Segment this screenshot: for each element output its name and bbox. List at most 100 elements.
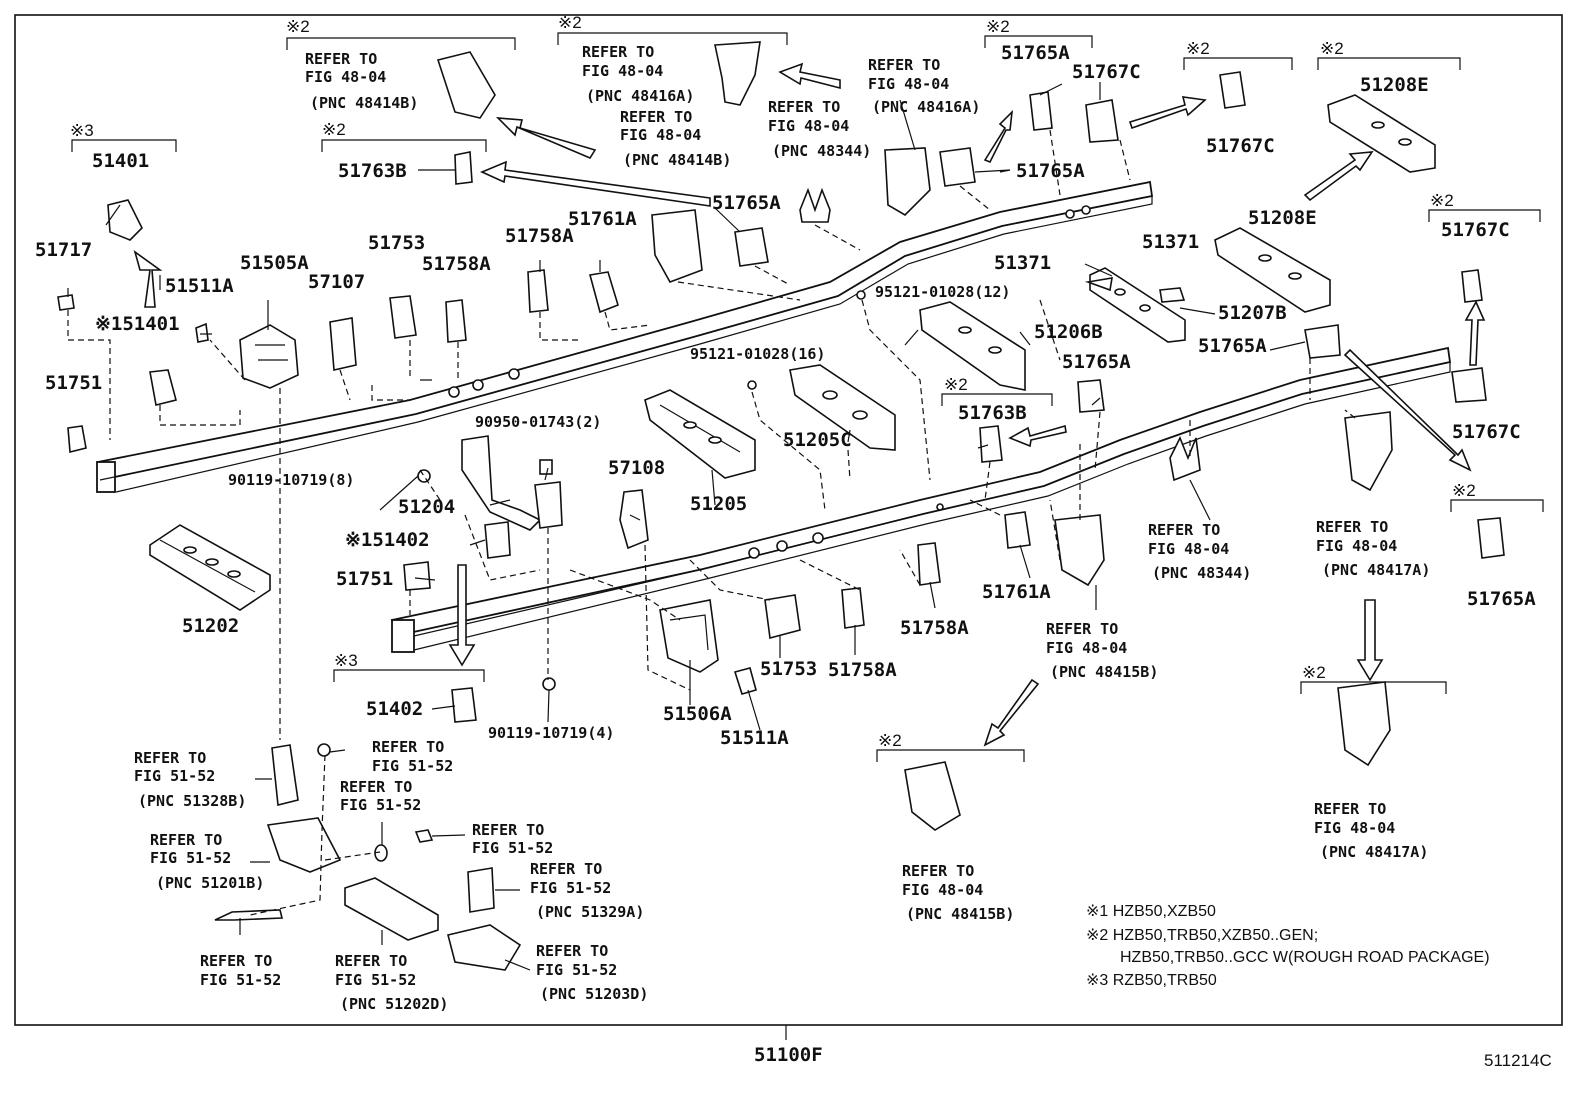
ref-5152-nut[interactable]: REFER TO FIG 51-52 [472, 821, 553, 857]
label-95121-12[interactable]: 95121-01028(12) [875, 283, 1010, 301]
label-51758a-lower-2[interactable]: 51758A [828, 659, 897, 681]
bracket-51767c-far-upper [1461, 269, 1483, 303]
ref-figure: FIG 48-04 [305, 68, 386, 86]
label-151402[interactable]: ※151402 [345, 529, 430, 551]
ref-pnc: (PNC 48417A) [1320, 843, 1428, 861]
bolt-5152-lower [214, 909, 284, 921]
footnote-2-continued: HZB50,TRB50..GCC W(ROUGH ROAD PACKAGE) [1120, 949, 1490, 966]
label-51205[interactable]: 51205 [690, 493, 747, 515]
ref-pnc: (PNC 51203D) [540, 985, 648, 1003]
label-57107[interactable]: 57107 [308, 271, 365, 293]
label-51763b-lower[interactable]: 51763B [958, 402, 1027, 424]
label-51511a-lower[interactable]: 51511A [720, 727, 789, 749]
bracket-51329a [467, 867, 495, 913]
label-51758a-upper-1[interactable]: 51758A [422, 253, 491, 275]
ref-figure: FIG 48-04 [768, 117, 849, 135]
mount-48414b-top [436, 51, 496, 119]
label-51207b[interactable]: 51207B [1218, 302, 1287, 324]
label-51758a-upper-2[interactable]: 51758A [505, 225, 574, 247]
ref-heading: REFER TO [372, 738, 444, 756]
label-51767c-far-lower[interactable]: 51767C [1452, 421, 1521, 443]
ref-48414b-top[interactable]: REFER TO FIG 48-04 (PNC 48414B) [305, 50, 418, 112]
ref-51328b[interactable]: REFER TO FIG 51-52 (PNC 51328B) [134, 749, 246, 810]
label-51761a-lower[interactable]: 51761A [982, 581, 1051, 603]
ref-48344-top[interactable]: REFER TO FIG 48-04 (PNC 48344) [768, 98, 871, 160]
ref-48414b-mid[interactable]: REFER TO FIG 48-04 (PNC 48414B) [620, 108, 731, 169]
ref-51202d[interactable]: REFER TO FIG 51-52 (PNC 51202D) [335, 952, 448, 1013]
label-51761a-upper[interactable]: 51761A [568, 208, 637, 230]
ref-48417a-mid[interactable]: REFER TO FIG 48-04 (PNC 48417A) [1316, 518, 1430, 579]
small-brackets [57, 41, 1505, 971]
label-51767c-right[interactable]: 51767C [1206, 135, 1275, 157]
label-51206b[interactable]: 51206B [1034, 321, 1103, 343]
left-side-rail [96, 180, 1154, 493]
assembly-part-number[interactable]: 51100F [754, 1044, 823, 1066]
bracket-51402 [451, 687, 477, 723]
ref-5152-bolt-lower[interactable]: REFER TO FIG 51-52 [200, 952, 281, 989]
mark-2-51767c: ※2 [1186, 39, 1210, 58]
ref-48417a-low[interactable]: REFER TO FIG 48-04 (PNC 48417A) [1314, 800, 1428, 861]
bracket-51758a-3 [917, 542, 941, 586]
bracket-51751-left [67, 425, 87, 454]
footnote-2: ※2 HZB50,TRB50,XZB50..GEN; [1086, 927, 1318, 944]
label-51505a[interactable]: 51505A [240, 252, 309, 274]
label-51751-left[interactable]: 51751 [45, 372, 102, 394]
label-51506a[interactable]: 51506A [663, 703, 732, 725]
bracket-51761a-1 [588, 271, 619, 314]
label-51751-lower[interactable]: 51751 [336, 568, 393, 590]
ref-5152-washer[interactable]: REFER TO FIG 51-52 [340, 778, 421, 814]
label-90950[interactable]: 90950-01743(2) [475, 413, 601, 431]
ref-figure: FIG 51-52 [134, 767, 215, 785]
label-51765a-side[interactable]: 51765A [1016, 160, 1085, 182]
bracket-51763b-1 [454, 151, 473, 185]
crossmember-51205 [644, 389, 756, 479]
label-51765a-lower[interactable]: 51765A [1062, 351, 1131, 373]
ref-51203d[interactable]: REFER TO FIG 51-52 (PNC 51203D) [536, 942, 648, 1003]
ref-51201b[interactable]: REFER TO FIG 51-52 (PNC 51201B) [150, 831, 264, 892]
label-51753-upper[interactable]: 51753 [368, 232, 425, 254]
ref-51329a[interactable]: REFER TO FIG 51-52 (PNC 51329A) [530, 860, 644, 921]
ref-heading: REFER TO [582, 43, 654, 61]
label-51765a-mid[interactable]: 51765A [712, 192, 781, 214]
label-51208e-upper[interactable]: 51208E [1360, 74, 1429, 96]
ref-48416a-top[interactable]: REFER TO FIG 48-04 (PNC 48416A) [582, 43, 694, 105]
label-51402[interactable]: 51402 [366, 698, 423, 720]
label-51371-lower[interactable]: 51371 [994, 252, 1051, 274]
bracket-51765a-top [1029, 91, 1053, 131]
label-151401[interactable]: ※151401 [95, 313, 180, 335]
ref-heading: REFER TO [335, 952, 407, 970]
label-51371-upper[interactable]: 51371 [1142, 231, 1199, 253]
label-51765a-far[interactable]: 51765A [1467, 588, 1536, 610]
label-51717[interactable]: 51717 [35, 239, 92, 261]
label-90119-8[interactable]: 90119-10719(8) [228, 471, 354, 489]
label-51763b-upper[interactable]: 51763B [338, 160, 407, 182]
label-51765a-right[interactable]: 51765A [1198, 335, 1267, 357]
plate-51511a-upper [195, 322, 209, 343]
mark-2-51208e: ※2 [1320, 39, 1344, 58]
label-51204[interactable]: 51204 [398, 496, 455, 518]
label-95121-16[interactable]: 95121-01028(16) [690, 345, 825, 363]
ref-5152-bolt[interactable]: REFER TO FIG 51-52 [372, 738, 453, 775]
label-51208e-lower[interactable]: 51208E [1248, 207, 1317, 229]
label-51767c-far-upper[interactable]: 51767C [1441, 219, 1510, 241]
label-51758a-lower-1[interactable]: 51758A [900, 617, 969, 639]
label-51767c-top[interactable]: 51767C [1072, 61, 1141, 83]
label-57108[interactable]: 57108 [608, 457, 665, 479]
ref-48415b-low[interactable]: REFER TO FIG 48-04 (PNC 48415B) [902, 862, 1014, 923]
ref-48415b-mid[interactable]: REFER TO FIG 48-04 (PNC 48415B) [1046, 620, 1158, 681]
label-51753-lower[interactable]: 51753 [760, 658, 817, 680]
label-51401[interactable]: 51401 [92, 150, 149, 172]
ref-48344-mid[interactable]: REFER TO FIG 48-04 (PNC 48344) [1148, 521, 1251, 582]
crossmember-51202 [149, 524, 271, 611]
label-51511a-upper[interactable]: 51511A [165, 275, 234, 297]
ref-figure: FIG 51-52 [340, 796, 421, 814]
label-51202[interactable]: 51202 [182, 615, 239, 637]
label-51205c[interactable]: 51205C [783, 429, 852, 451]
label-90119-4[interactable]: 90119-10719(4) [488, 724, 614, 742]
ref-pnc: (PNC 51328B) [138, 792, 246, 810]
label-51765a-top[interactable]: 51765A [1001, 42, 1070, 64]
ref-48416a-mid[interactable]: REFER TO FIG 48-04 (PNC 48416A) [868, 56, 980, 116]
ref-figure: FIG 48-04 [1316, 537, 1397, 555]
bolt-90119-8 [417, 469, 431, 483]
bracket-51753-lower [764, 594, 801, 640]
